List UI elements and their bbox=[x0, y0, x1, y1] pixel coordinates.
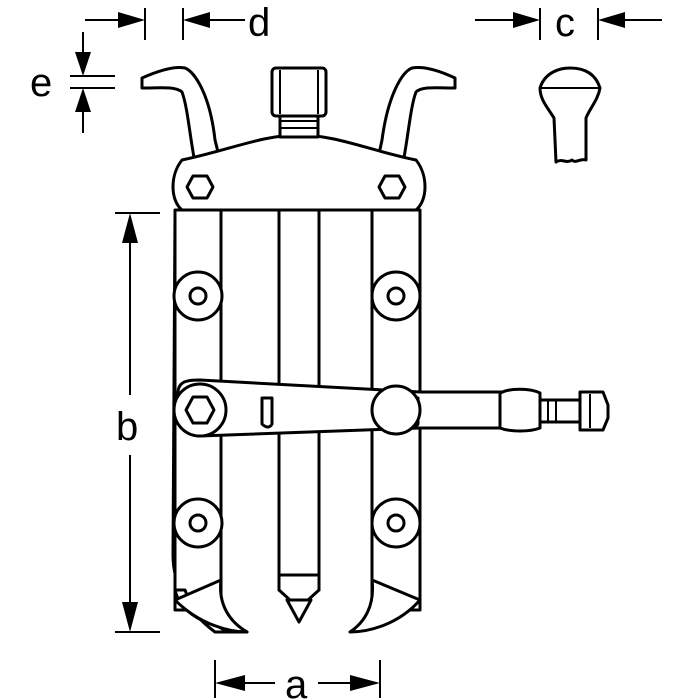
clamp-bolt-icon bbox=[184, 395, 216, 425]
dimension-b-label: b bbox=[116, 405, 138, 449]
dimension-e: e bbox=[30, 32, 115, 133]
dimension-d-label: d bbox=[248, 1, 270, 45]
clamp-bar bbox=[172, 378, 610, 438]
left-plate-bolt-icon bbox=[185, 174, 215, 200]
jaw-tip-detail bbox=[538, 66, 602, 164]
arm-rivets bbox=[172, 270, 422, 549]
top-cross-plate bbox=[171, 133, 427, 212]
right-plate-bolt-icon bbox=[377, 174, 407, 200]
dimension-b: b bbox=[115, 212, 160, 633]
dimension-c: c bbox=[475, 1, 662, 45]
dimension-d: d bbox=[85, 1, 270, 45]
dimension-c-label: c bbox=[555, 1, 575, 45]
dimension-a: a bbox=[214, 660, 381, 700]
top-screw bbox=[270, 66, 328, 139]
dimension-a-label: a bbox=[285, 663, 308, 700]
dimension-e-label: e bbox=[30, 61, 52, 105]
upper-hooks bbox=[140, 66, 457, 170]
